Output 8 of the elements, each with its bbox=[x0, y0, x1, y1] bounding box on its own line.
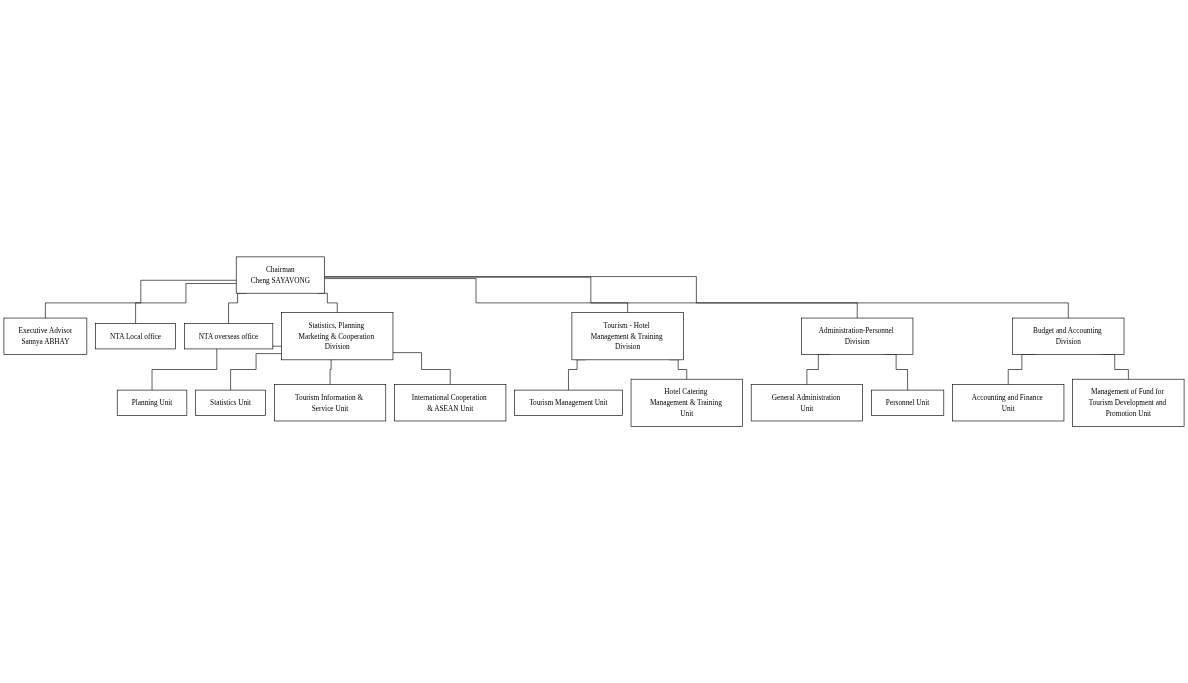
connector bbox=[324, 278, 628, 313]
connector bbox=[324, 276, 1069, 319]
connector bbox=[324, 276, 858, 319]
connector bbox=[329, 359, 333, 385]
connector bbox=[392, 352, 451, 385]
connector bbox=[135, 283, 237, 324]
connector bbox=[45, 279, 237, 319]
connector bbox=[230, 353, 282, 391]
